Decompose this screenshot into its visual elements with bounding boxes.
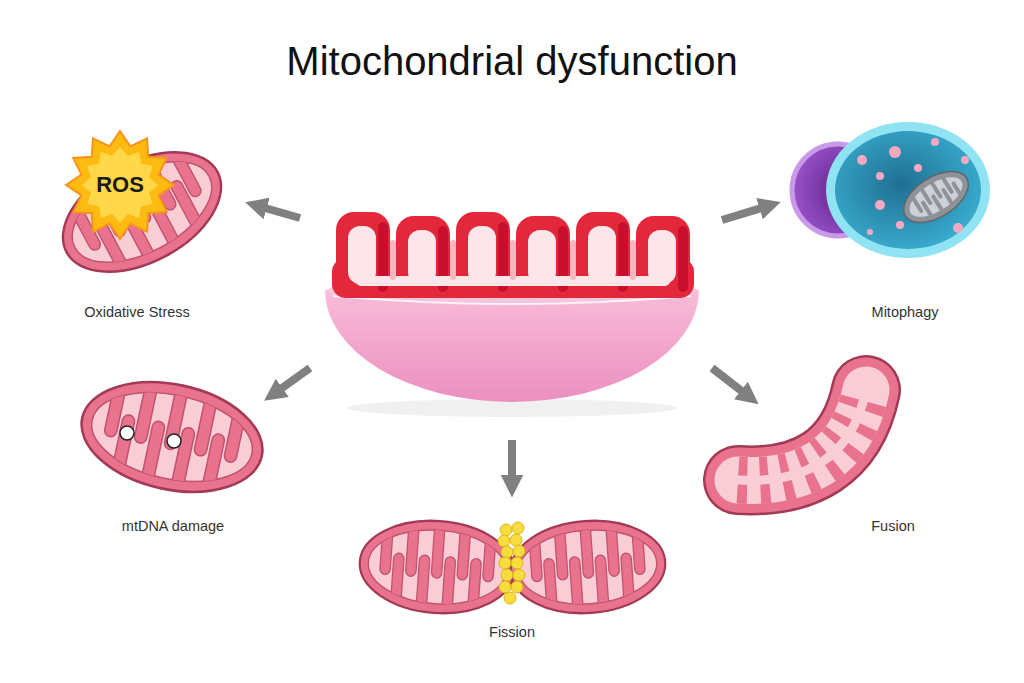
illustrated-node: mtDNA damage	[75, 370, 275, 540]
illustration-part	[588, 226, 616, 284]
illustration-part	[835, 131, 981, 249]
illustration-part	[513, 545, 525, 557]
illustration-part	[504, 592, 516, 604]
illustration-part	[511, 557, 523, 569]
illustration-part	[875, 200, 885, 210]
illustration-part	[510, 534, 522, 546]
illustration-part	[468, 226, 496, 284]
illustration-part	[325, 290, 699, 402]
illustration-part	[511, 581, 523, 593]
illustration-part	[738, 390, 866, 480]
illustration-part	[71, 365, 273, 510]
illustration-part	[630, 240, 636, 280]
illustration-part	[857, 155, 867, 165]
illustration-part	[275, 368, 310, 393]
illustration-part	[895, 161, 977, 233]
illustration-part	[738, 390, 866, 480]
illustration-part	[336, 212, 690, 296]
illustration-part	[913, 197, 921, 211]
illustration-part	[501, 569, 513, 581]
illustration-part	[498, 535, 510, 547]
illustration-part	[931, 138, 939, 146]
fission-mitochondria	[356, 514, 668, 620]
illustration-part	[923, 203, 930, 215]
illustrated-node: Mitophagy	[790, 115, 990, 325]
central-mitochondrion	[325, 212, 699, 417]
node-label: mtDNA damage	[122, 517, 224, 535]
mtdna-mitochondrion	[71, 365, 273, 510]
illustrated-node: Oxidative Stress ROS	[55, 125, 235, 325]
ros-starburst: ROS	[64, 133, 176, 237]
illustration-part	[712, 368, 748, 396]
illustration-part	[953, 223, 963, 233]
illustration-part	[120, 426, 134, 440]
illustration-part	[648, 230, 676, 284]
illustration-part	[501, 546, 513, 558]
illustration-part	[507, 514, 668, 620]
autophagosome	[792, 122, 990, 258]
arrow-group	[258, 206, 768, 484]
illustration-part	[408, 230, 436, 284]
illustration-part	[500, 524, 512, 536]
illustration-part	[356, 514, 517, 620]
illustration-part	[498, 522, 525, 604]
starburst-glow	[82, 147, 158, 223]
illustration-part	[738, 390, 866, 480]
illustration-part	[390, 240, 636, 280]
starburst-outline	[66, 131, 174, 239]
illustration-part	[528, 230, 556, 284]
illustration-part	[738, 390, 866, 480]
illustration-part	[513, 569, 525, 581]
illustration-part	[390, 240, 396, 280]
symbol-label: ROS	[96, 172, 144, 198]
illustration-part	[889, 146, 901, 158]
illustration-part	[903, 169, 969, 225]
illustration-part	[867, 229, 873, 235]
illustration-part	[570, 240, 576, 280]
mitochondrion	[42, 126, 242, 298]
illustration-part	[499, 557, 511, 569]
illustration-part	[896, 221, 904, 229]
illustration-part	[678, 226, 688, 292]
fusion-mitochondrion	[738, 390, 866, 480]
illustration-part	[895, 161, 977, 233]
illustration-part	[348, 226, 376, 284]
illustration-part	[943, 190, 951, 204]
illustration-part	[508, 440, 516, 484]
node-label: Fusion	[871, 517, 915, 535]
illustration-part	[933, 196, 941, 210]
illustration-part	[876, 172, 884, 180]
node-label: Fission	[489, 623, 535, 641]
illustrated-node: Fusion	[700, 355, 910, 540]
illustration-part	[738, 390, 866, 480]
illustration-part	[954, 184, 960, 194]
illustration-part	[512, 522, 524, 534]
illustration-part	[961, 156, 969, 164]
illustrated-node: Fission	[350, 510, 670, 645]
illustration-part	[450, 240, 456, 280]
illustration-part	[510, 240, 516, 280]
illustration-part	[914, 164, 922, 172]
illustration-part	[167, 434, 181, 448]
illustration-part	[258, 206, 300, 218]
node-label: Mitophagy	[872, 303, 939, 321]
illustration-part	[348, 226, 676, 286]
node-label: Oxidative Stress	[84, 303, 190, 321]
illustration-part	[826, 122, 990, 258]
illustration-part	[912, 173, 962, 219]
illustration-part	[499, 581, 511, 593]
diagram-title: Mitochondrial dysfunction	[0, 36, 1024, 86]
illustration-part	[722, 206, 768, 220]
